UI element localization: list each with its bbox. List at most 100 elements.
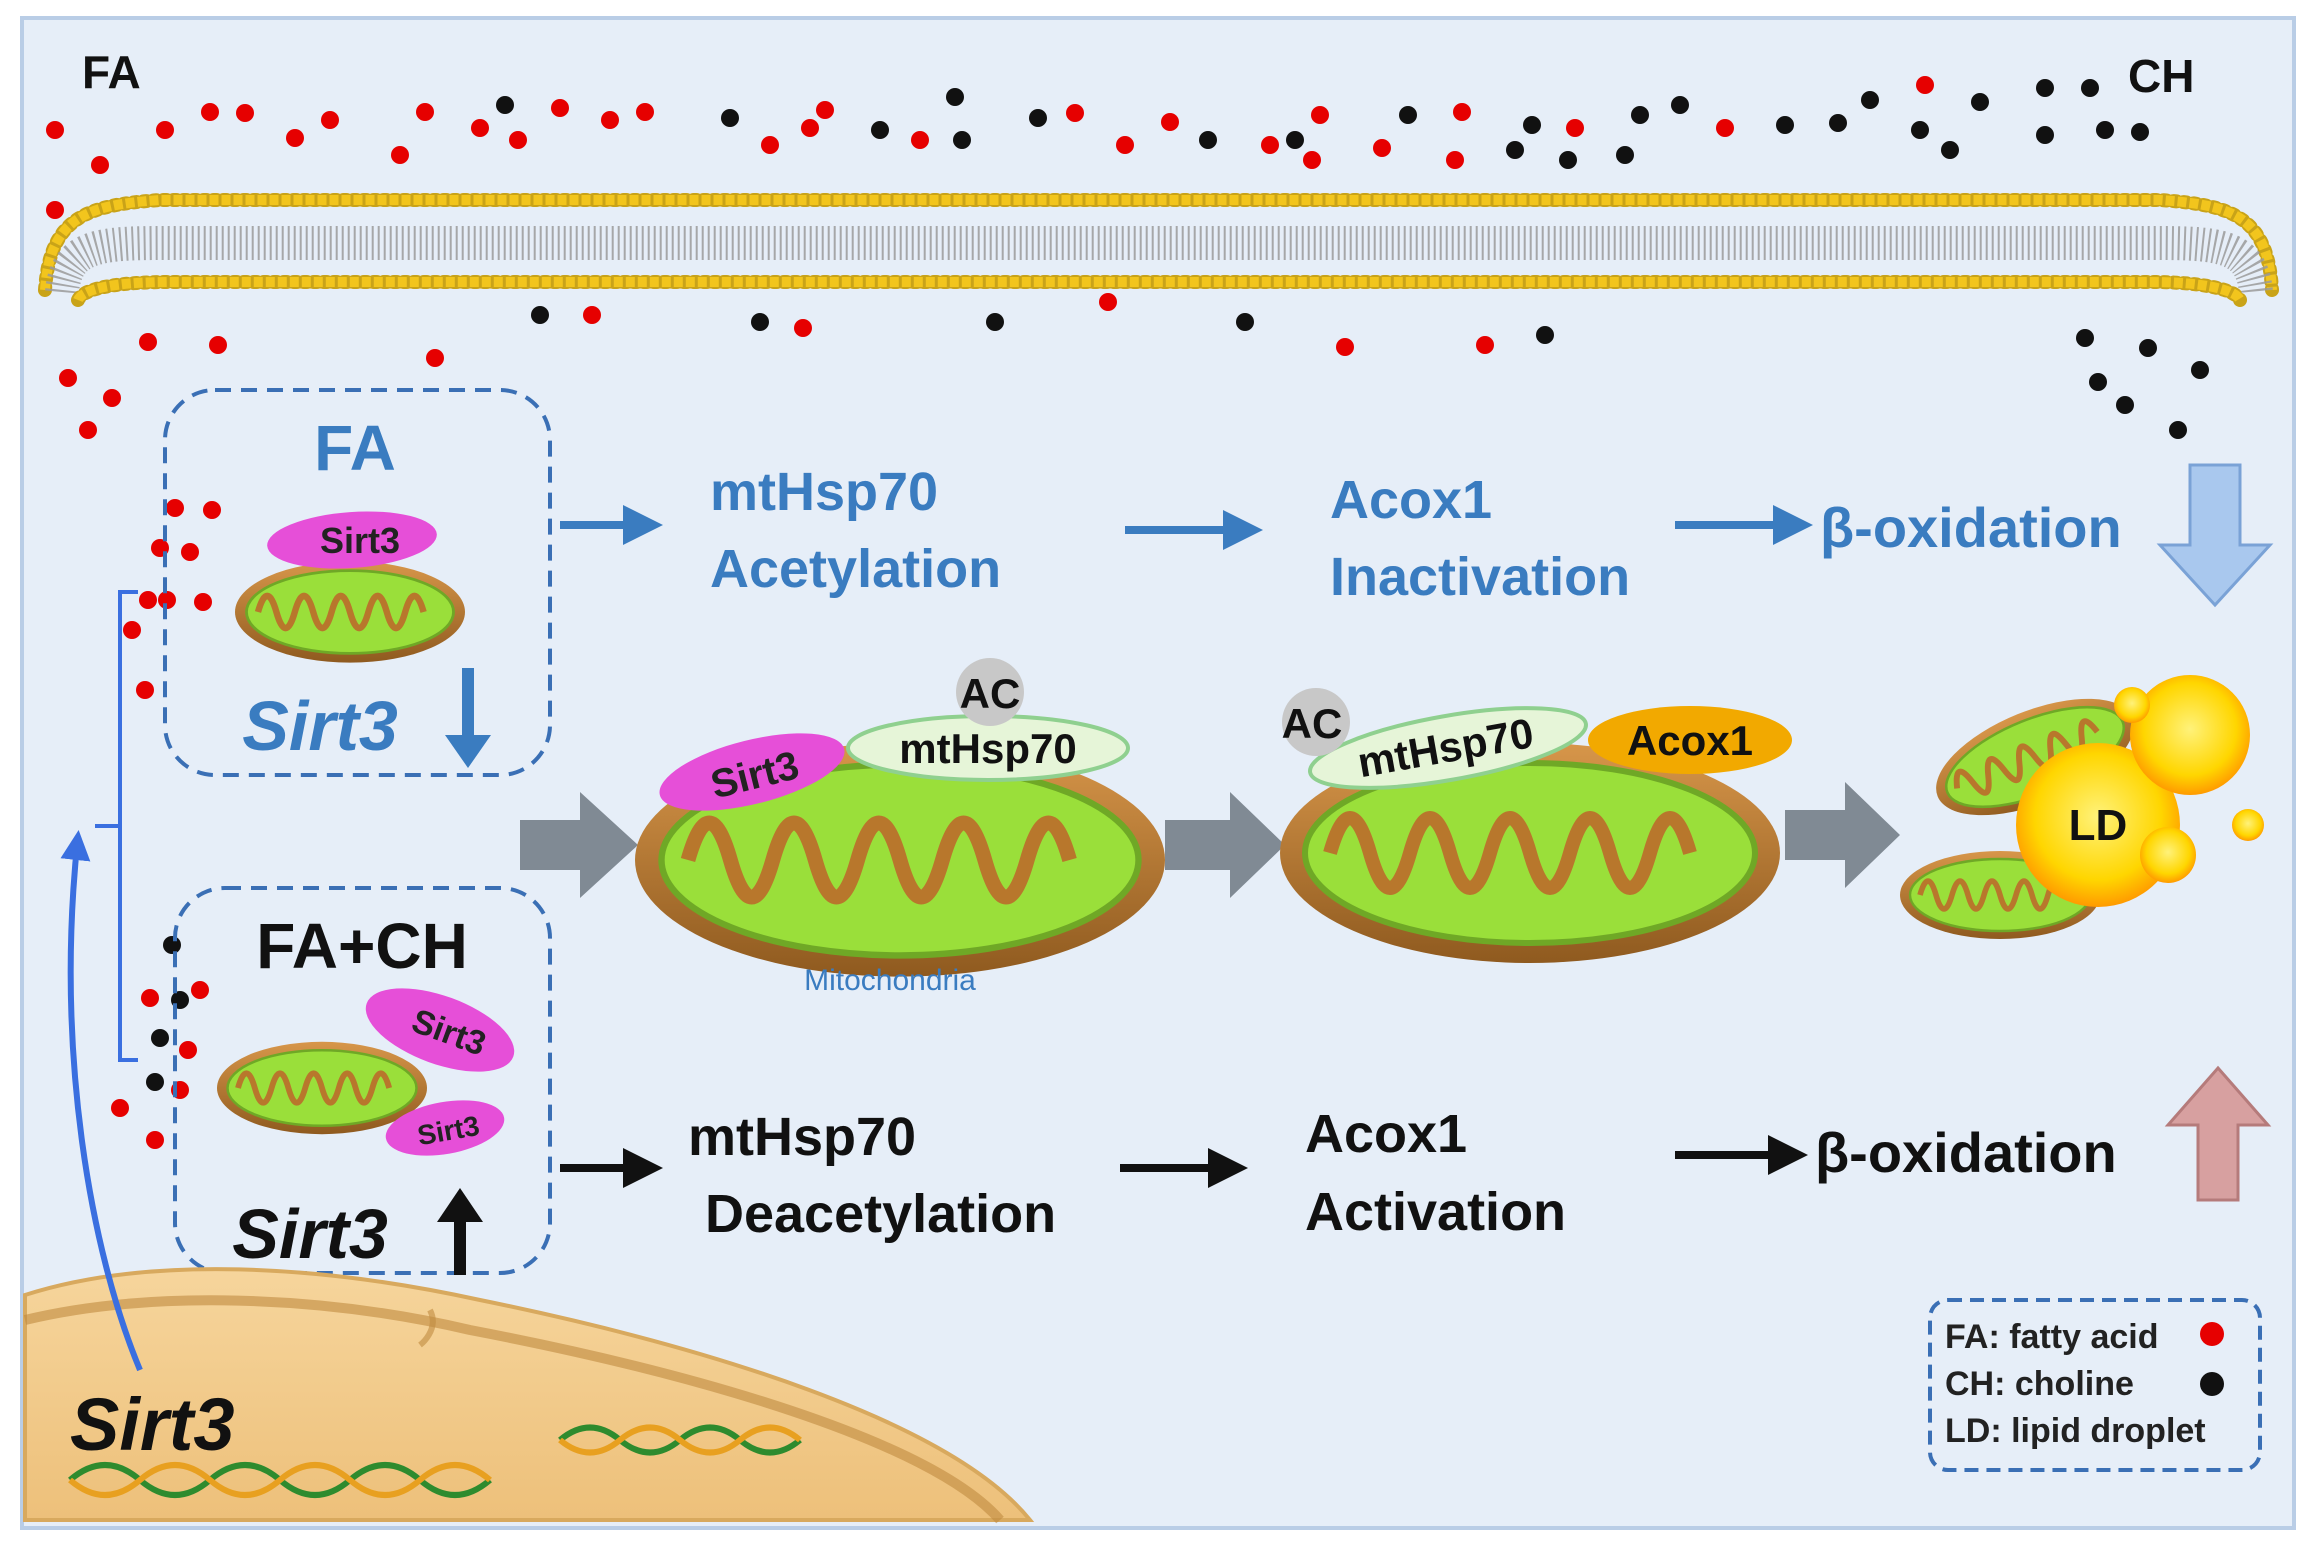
- fa-box-gene-label: Sirt3: [242, 687, 398, 765]
- legend-item-ch: CH: choline: [1945, 1365, 2134, 1403]
- bottom-step1-line1: mtHsp70: [688, 1107, 916, 1167]
- bracket-connector: [95, 590, 138, 1062]
- fatty-acid-dot: [471, 119, 489, 137]
- choline-dot: [2191, 361, 2209, 379]
- sirt3-protein: [659, 733, 845, 811]
- choline-dot: [751, 313, 769, 331]
- fatty-acid-dot: [181, 543, 199, 561]
- legend-item-fa: FA: fatty acid: [1945, 1318, 2158, 1356]
- sirt3-protein: [365, 988, 515, 1072]
- fatty-acid-dot: [1566, 119, 1584, 137]
- expression-arrow: [60, 830, 143, 1372]
- fatty-acid-dot: [1716, 119, 1734, 137]
- choline-dot: [721, 109, 739, 127]
- fa-ch-box-gene-label: Sirt3: [232, 1195, 388, 1273]
- choline-dot: [986, 313, 1004, 331]
- lipid-droplet-label: LD: [2069, 801, 2128, 850]
- fatty-acid-dot: [236, 104, 254, 122]
- nucleus: [23, 1267, 1035, 1524]
- fatty-acid-dot: [1116, 136, 1134, 154]
- top-step2-line2: Inactivation: [1330, 547, 1630, 607]
- fa-ch-box-title: FA+CH: [256, 910, 468, 982]
- increase-arrow-icon: [2164, 1065, 2272, 1202]
- choline-dot: [1506, 141, 1524, 159]
- fatty-acid-dot: [1446, 151, 1464, 169]
- choline-dot: [2076, 329, 2094, 347]
- fatty-acid-dot: [761, 136, 779, 154]
- fatty-acid-dot: [79, 421, 97, 439]
- fatty-acid-dot: [1261, 136, 1279, 154]
- legend-swatch-ch: [2200, 1372, 2224, 1396]
- mitochondrion-icon: [217, 1041, 427, 1135]
- choline-dot: [2131, 123, 2149, 141]
- fatty-acid-dot: [46, 201, 64, 219]
- fatty-acid-dot: [1373, 139, 1391, 157]
- membrane-fa-label: FA: [82, 46, 141, 98]
- choline-dot: [496, 96, 514, 114]
- fatty-acid-dot: [583, 306, 601, 324]
- mito2-acox1-label: Acox1: [1627, 717, 1753, 764]
- fatty-acid-dot: [194, 593, 212, 611]
- nucleus-gene-label: Sirt3: [70, 1383, 235, 1466]
- choline-dot: [1286, 131, 1304, 149]
- fatty-acid-dot: [203, 501, 221, 519]
- fatty-acid-dot: [911, 131, 929, 149]
- choline-dot: [946, 88, 964, 106]
- fatty-acid-dot: [136, 681, 154, 699]
- fatty-acid-dot: [1916, 76, 1934, 94]
- choline-dot: [1829, 114, 1847, 132]
- top-step1-line1: mtHsp70: [710, 462, 938, 522]
- bottom-beta-oxidation: β-oxidation: [1815, 1121, 2117, 1184]
- choline-dot: [871, 121, 889, 139]
- choline-dot: [163, 936, 181, 954]
- choline-dot: [1199, 131, 1217, 149]
- fatty-acid-dot: [179, 1041, 197, 1059]
- up-arrow-icon: [437, 1188, 483, 1275]
- fatty-acid-dot: [59, 369, 77, 387]
- fatty-acid-dot: [139, 591, 157, 609]
- lipid-droplet-small: [2232, 809, 2264, 841]
- fatty-acid-dot: [1311, 106, 1329, 124]
- decrease-arrow-icon: [2156, 463, 2274, 608]
- fatty-acid-dot: [146, 1131, 164, 1149]
- lipid-droplet-small: [2130, 675, 2250, 795]
- fa-and-choline-dots: [46, 76, 2209, 1149]
- mitochondria-caption: Mitochondria: [804, 964, 976, 997]
- choline-dot: [1236, 313, 1254, 331]
- sirt3-protein: [385, 1100, 505, 1156]
- panel-background: [20, 16, 2296, 1530]
- fatty-acid-dot: [191, 981, 209, 999]
- fatty-acid-dot: [509, 131, 527, 149]
- down-arrow-icon: [445, 668, 491, 768]
- choline-dot: [2036, 126, 2054, 144]
- choline-dot: [1776, 116, 1794, 134]
- choline-dot: [2081, 79, 2099, 97]
- fatty-acid-dot: [816, 101, 834, 119]
- choline-dot: [2036, 79, 2054, 97]
- legend-swatch-fa: [2200, 1322, 2224, 1346]
- choline-dot: [531, 306, 549, 324]
- acetyl-group: [1282, 688, 1350, 756]
- choline-dot: [2139, 339, 2157, 357]
- lipid-droplet: [2016, 743, 2180, 907]
- fatty-acid-dot: [1336, 338, 1354, 356]
- fatty-acid-dot: [201, 103, 219, 121]
- legend: FA: fatty acid CH: choline LD: lipid dro…: [1928, 1298, 2262, 1472]
- fatty-acid-dot: [141, 989, 159, 1007]
- top-step1-line2: Acetylation: [710, 539, 1001, 599]
- fatty-acid-dot: [794, 319, 812, 337]
- fatty-acid-dot: [209, 336, 227, 354]
- choline-dot: [1559, 151, 1577, 169]
- fatty-acid-dot: [601, 111, 619, 129]
- choline-dot: [1911, 121, 1929, 139]
- choline-dot: [1399, 106, 1417, 124]
- bottom-step2-line1: Acox1: [1305, 1104, 1467, 1164]
- choline-dot: [1861, 91, 1879, 109]
- acox1-protein: [1588, 706, 1792, 774]
- fatty-acid-dot: [1453, 103, 1471, 121]
- mito2-ac-label: AC: [1282, 700, 1343, 747]
- fatty-acid-dot: [286, 129, 304, 147]
- acetyl-group: [956, 658, 1024, 726]
- fatty-acid-dot: [416, 103, 434, 121]
